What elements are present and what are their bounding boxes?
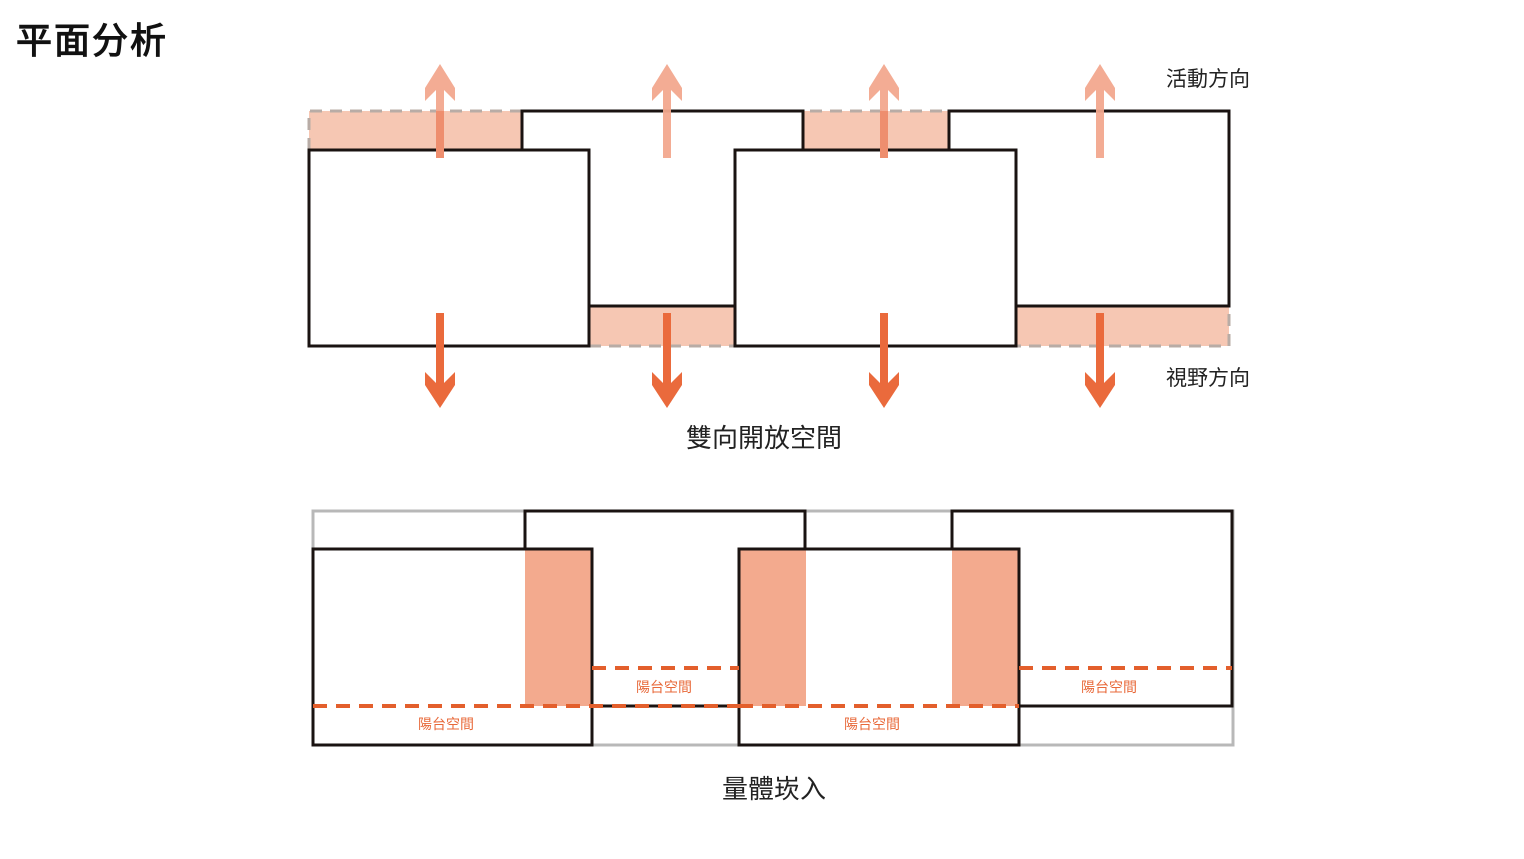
arrow-down-icon	[1085, 313, 1115, 408]
balcony-fill-3	[952, 549, 1019, 706]
volume-b3	[737, 547, 1021, 747]
arrow-down-icon	[652, 313, 682, 408]
dashed-boundary-bottom	[309, 306, 1231, 348]
open-zone-bottom-1	[589, 306, 735, 346]
volume-b1	[311, 547, 594, 747]
arrow-up-icon	[1085, 64, 1115, 158]
balcony-label-1: 陽台空間	[418, 717, 474, 733]
arrow-up-icon	[652, 64, 682, 158]
top-diagram-caption: 雙向開放空間	[686, 424, 842, 454]
top-diagram: 活動方向 視野方向 雙向開放空間	[307, 64, 1250, 454]
balcony-fill-2	[739, 549, 806, 706]
arrow-down-icon	[425, 313, 455, 408]
page-title: 平面分析	[16, 21, 169, 62]
balcony-label-3: 陽台空間	[844, 717, 900, 733]
activity-direction-label: 活動方向	[1166, 67, 1250, 91]
arrow-overlap	[436, 111, 444, 158]
volume-a4	[947, 109, 1231, 308]
volume-a3	[733, 148, 1018, 348]
bottom-diagram-caption: 量體崁入	[722, 775, 826, 805]
balcony-fill-1	[525, 549, 592, 706]
arrow-down-icon	[869, 313, 899, 408]
bottom-diagram: 陽台空間 陽台空間 陽台空間 陽台空間 量體崁入	[311, 509, 1235, 805]
open-zone-top-2	[803, 111, 949, 150]
volume-a1	[307, 148, 591, 348]
open-zone-bottom-2	[1016, 306, 1229, 346]
open-zone-top-1	[309, 111, 522, 150]
balcony-label-2: 陽台空間	[636, 680, 692, 696]
arrow-overlap	[880, 111, 888, 158]
volume-a2	[520, 109, 805, 308]
balcony-label-4: 陽台空間	[1081, 680, 1137, 696]
view-direction-label: 視野方向	[1166, 366, 1250, 390]
volume-b4	[950, 509, 1234, 708]
